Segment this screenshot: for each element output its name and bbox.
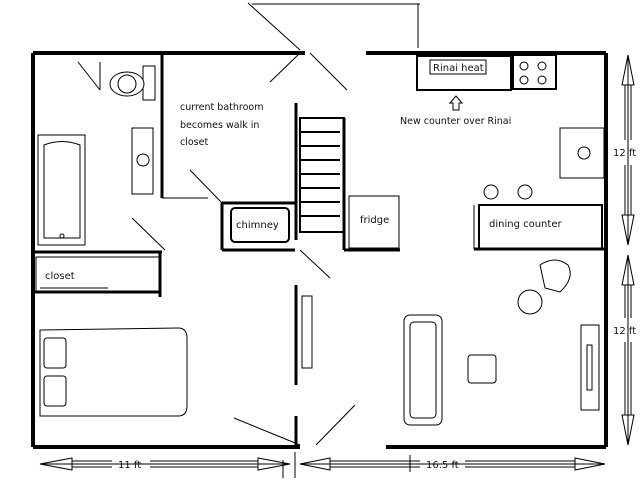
dimension-right-lower: 12 ft: [613, 326, 636, 337]
door-swings: [77, 2, 475, 446]
bed: [39, 327, 188, 417]
coffee-table: [467, 354, 497, 384]
up-arrow-icon: [448, 95, 464, 111]
closet-label: closet: [45, 271, 75, 282]
stove: [512, 54, 557, 90]
chimney-block: [230, 207, 290, 243]
dimension-bottom-right: 16.5 ft: [426, 460, 459, 471]
dimension-lines: [39, 54, 635, 478]
bathroom-note-line-2: becomes walk in: [180, 120, 259, 131]
dining-counter-label: dining counter: [489, 219, 562, 230]
tv-console: [580, 324, 600, 411]
hallway-radiator: [301, 295, 313, 369]
dimension-bottom-left: 11 ft: [118, 460, 141, 471]
rinai-heater: [416, 55, 512, 91]
stairs: [299, 117, 345, 233]
bathroom-sink: [131, 127, 154, 195]
bathroom-note-line-1: current bathroom: [180, 102, 263, 113]
dining-counter-box: [478, 204, 603, 250]
kitchen-sink: [559, 127, 605, 179]
armchair: [517, 259, 571, 315]
bathtub: [37, 134, 86, 246]
bathroom-note-line-3: closet: [180, 137, 208, 148]
exterior-walls: [31, 51, 608, 449]
fridge-box: [348, 195, 400, 249]
sofa: [403, 314, 443, 426]
fridge-label: fridge: [360, 215, 389, 226]
new-counter-label: New counter over Rinai: [400, 116, 511, 127]
rinai-heat-label: Rinai heat: [433, 63, 484, 74]
toilet: [109, 65, 156, 101]
dimension-right-upper: 12 ft: [613, 148, 636, 159]
chimney-label: chimney: [236, 220, 279, 231]
bar-stools: [483, 184, 533, 200]
closet-box: [35, 256, 161, 294]
